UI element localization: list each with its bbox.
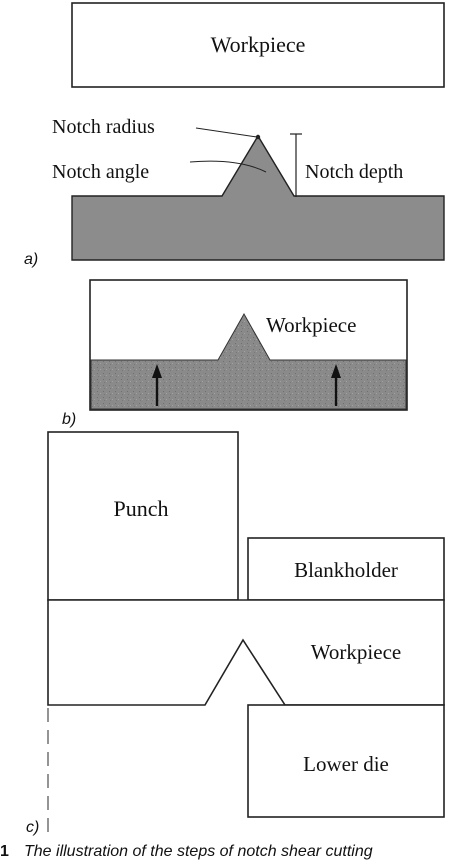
notch-angle-pointer [189, 160, 267, 173]
notch-radius-dot [255, 134, 261, 140]
caption-number: 1 [0, 843, 9, 860]
notched-die-a [71, 134, 445, 261]
blankholder-label: Blankholder [294, 558, 398, 582]
figure-caption: 1 The illustration of the steps of notch… [0, 843, 373, 860]
notch-depth-label: Notch depth [305, 161, 403, 183]
lower-die-label: Lower die [303, 752, 389, 776]
punch-label: Punch [114, 496, 169, 521]
notch-radius-pointer [195, 127, 258, 138]
workpiece-c [47, 599, 445, 706]
notched-die-b [90, 312, 407, 410]
panel-b: Workpiece b) [62, 279, 408, 428]
panel-c: Punch Blankholder Workpiece Lower die c) [26, 431, 445, 836]
panel-label-c: c) [26, 819, 39, 836]
arrow-up-left [152, 364, 162, 406]
notch-radius-label: Notch radius [52, 116, 155, 138]
lower-die-box [247, 704, 445, 818]
panel-label-b: b) [62, 411, 76, 428]
panel-label-a: a) [24, 251, 38, 268]
caption-text: The illustration of the steps of notch s… [24, 843, 373, 860]
workpiece-label-c: Workpiece [311, 640, 401, 664]
workpiece-label-b: Workpiece [266, 313, 356, 337]
notch-angle-label: Notch angle [52, 161, 149, 183]
panel-a: Workpiece Notch radius Notch angle Notch… [24, 2, 445, 268]
workpiece-box-a [71, 2, 445, 88]
arrow-up-right [331, 364, 341, 406]
workpiece-label-a: Workpiece [211, 32, 306, 57]
